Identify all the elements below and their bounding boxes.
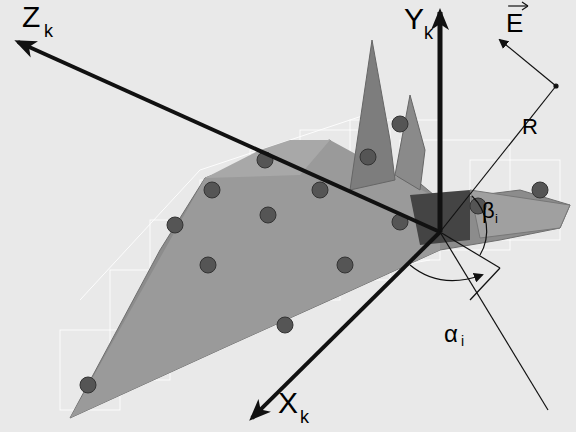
- length-letter: R: [522, 116, 538, 138]
- axis-letter: Z: [22, 2, 40, 32]
- vector-lines: [410, 2, 558, 410]
- angle-subscript: i: [495, 212, 498, 225]
- aircraft-body: [70, 40, 570, 418]
- axis-subscript: k: [300, 408, 309, 426]
- sample-points: [80, 116, 548, 393]
- angle-letter: α: [444, 322, 458, 346]
- vector-letter: E: [506, 10, 523, 36]
- axes: [18, 12, 440, 418]
- axis-subscript: k: [44, 22, 53, 40]
- axis-letter: Y: [404, 4, 424, 34]
- axis-subscript: k: [424, 24, 433, 42]
- angle-subscript: i: [461, 334, 464, 348]
- angle-letter: β: [482, 200, 495, 222]
- axis-letter: X: [278, 388, 298, 418]
